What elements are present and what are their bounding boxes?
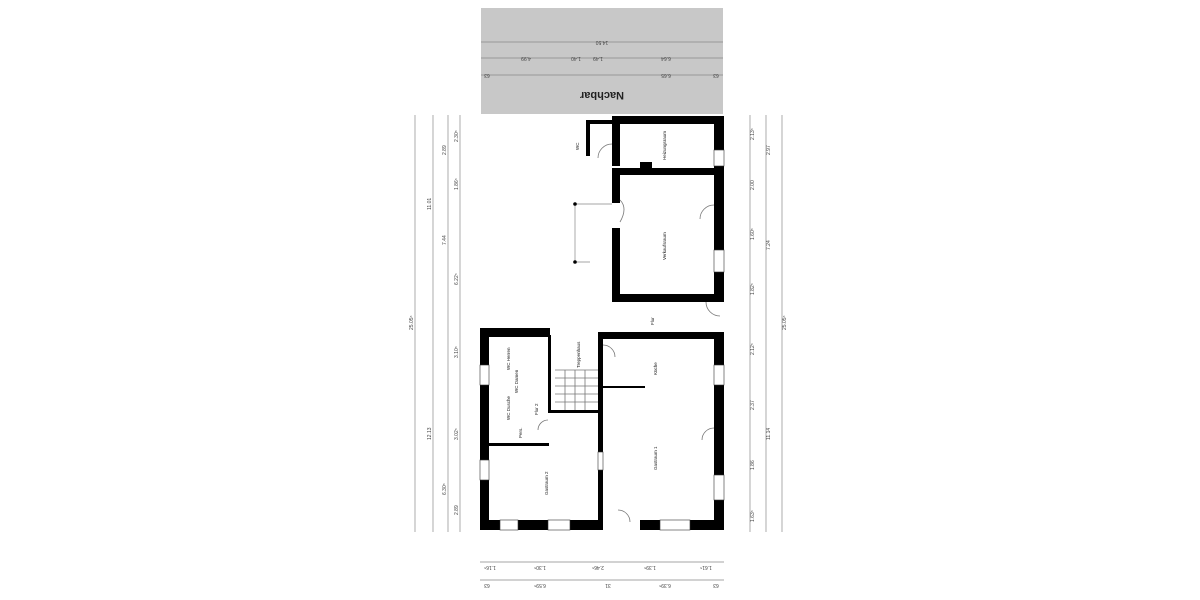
dim-label: 6.64 <box>661 55 671 61</box>
dim-label: 63 <box>713 582 719 588</box>
dim-label: 12.13 <box>427 427 433 440</box>
neighbor-label: Nachbar <box>579 89 624 101</box>
dim-label: 11.14 <box>766 428 772 440</box>
room-wc-damen: WC Damen <box>514 369 519 393</box>
dim-label: 1.39⁵ <box>644 564 656 570</box>
dim-label: 1.86 <box>750 460 756 470</box>
neighbor-area <box>481 8 723 114</box>
dim-label: 63 <box>484 72 490 78</box>
dim-label: 2.89 <box>454 505 460 515</box>
room-kueche: Küche <box>653 362 658 375</box>
dim-label: 6.22⁵ <box>454 273 460 285</box>
left-dimensions: 25.05⁵ 11.01 12.13 7.44 2.89 6.22⁵ 6.30⁵… <box>409 115 461 532</box>
dim-label: 63 <box>484 582 490 588</box>
dim-label: 2.46⁵ <box>592 564 604 570</box>
dim-label: 1.16⁵ <box>484 564 496 570</box>
dim-label: 7.24 <box>766 240 772 250</box>
staircase <box>555 369 598 410</box>
lower-walls <box>479 328 725 531</box>
dim-label: 2.12⁵ <box>750 343 756 355</box>
dim-label: 6.65 <box>661 72 671 78</box>
dim-label: 11.01 <box>427 198 433 210</box>
right-dimensions: 25.05⁵ 2.97 7.24 11.14 2.13⁵ 2.00 1.60⁵ … <box>749 115 788 532</box>
room-wc: WC <box>575 142 580 150</box>
dim-label: 4.99 <box>521 55 531 61</box>
dim-label: 25.05⁵ <box>782 315 788 330</box>
dim-label: 1.40 <box>571 55 581 61</box>
dim-label: 1.61⁵ <box>700 564 712 570</box>
bottom-dimensions: 63 6.59⁵ 31 6.39⁵ 63 1.16⁵ 1.30⁵ 2.46⁵ 1… <box>480 561 724 588</box>
dim-label: 2.00 <box>750 180 756 190</box>
room-labels: WC Heizungsraum Verkaufsraum Flur Treppe… <box>506 131 667 495</box>
dim-label: 2.37 <box>750 400 756 410</box>
dim-label: 1.63⁵ <box>750 510 756 522</box>
dim-label: 6.59⁵ <box>534 582 546 588</box>
dim-label: 2.97 <box>766 145 772 155</box>
room-pers: Pers. <box>518 427 523 438</box>
room-gastraum-2: Gastraum 2 <box>544 471 549 495</box>
dim-label: 6.30⁵ <box>442 483 448 495</box>
dim-label: 3.10⁵ <box>454 346 460 358</box>
room-flur: Flur <box>650 317 655 325</box>
room-wc-dusche: WC Dusche <box>506 395 511 420</box>
dim-label: 2.13⁵ <box>750 128 756 140</box>
room-flur-2: Flur 2 <box>534 403 539 415</box>
dim-label: 2.30⁵ <box>454 130 460 142</box>
room-verkaufsraum: Verkaufsraum <box>662 232 667 260</box>
dim-label: 1.30⁵ <box>534 564 546 570</box>
room-heizungsraum: Heizungsraum <box>662 131 667 160</box>
dim-label: 63 <box>713 72 719 78</box>
dim-label: 1.82⁵ <box>750 283 756 295</box>
dim-label: 14.50 <box>596 39 609 45</box>
dim-label: 3.02⁵ <box>454 428 460 440</box>
neighbor-dimensions: 14.50 4.99 1.40 1.49 6.64 63 6.65 63 <box>481 39 723 78</box>
dim-label: 2.89 <box>442 145 448 155</box>
dim-label: 1.60⁵ <box>750 228 756 240</box>
dim-label: 7.44 <box>442 235 448 245</box>
room-treppenhaus: Treppenhaus <box>576 341 581 368</box>
upper-walls <box>586 116 725 302</box>
dim-label: 31 <box>605 582 611 588</box>
dim-label: 25.05⁵ <box>409 315 415 330</box>
room-gastraum-1: Gastraum 1 <box>653 446 658 470</box>
dim-label: 1.86⁵ <box>454 178 460 190</box>
dim-label: 1.49 <box>593 55 603 61</box>
room-wc-herren: WC Herren <box>506 347 511 370</box>
dim-label: 6.39⁵ <box>659 582 671 588</box>
